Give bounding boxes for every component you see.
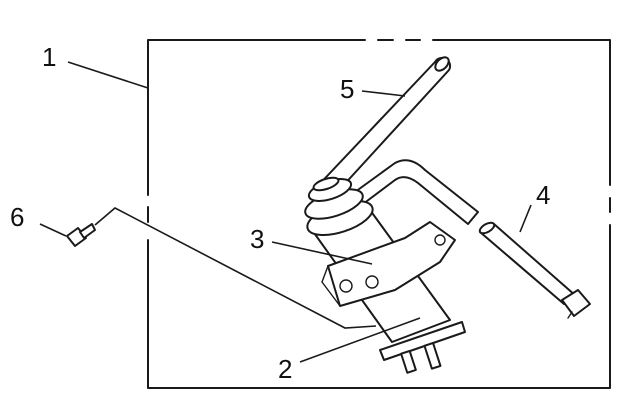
callout-3: 3: [250, 224, 264, 254]
callout-4: 4: [536, 180, 550, 210]
bracket-hole-right: [365, 275, 379, 289]
bolt-icon: [66, 223, 96, 247]
callout-1: 1: [42, 42, 56, 72]
bracket-hole-top: [434, 234, 446, 246]
outlet-pipe: [354, 159, 479, 225]
bracket-hole-left: [339, 279, 353, 293]
callout-5: 5: [340, 74, 354, 104]
long-hose: [311, 56, 452, 201]
callout-2: 2: [278, 354, 292, 384]
callout-6: 6: [10, 202, 24, 232]
bracket: [321, 221, 456, 307]
leader-lines: [39, 61, 532, 363]
short-hose: [478, 221, 591, 319]
kit-frame: [147, 39, 611, 389]
